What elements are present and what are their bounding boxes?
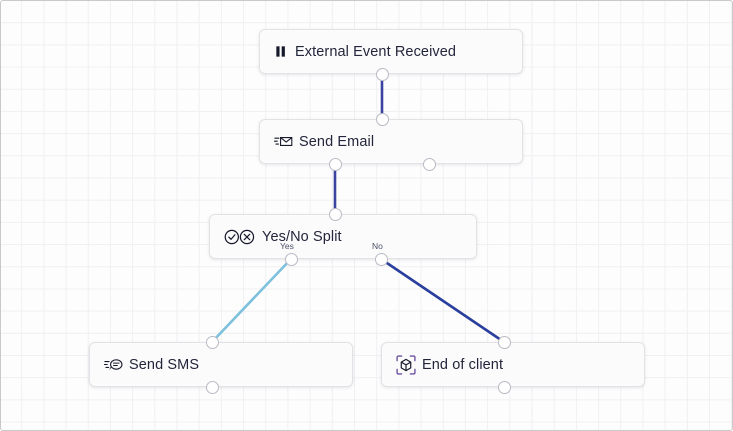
node-label: External Event Received	[295, 43, 457, 60]
port-label-no: No	[372, 241, 383, 251]
send-sms-icon	[104, 357, 123, 372]
port-external-event-out[interactable]	[375, 67, 389, 81]
node-label: Yes/No Split	[262, 228, 342, 245]
port-end-of-client-in[interactable]	[497, 335, 511, 349]
node-send-sms[interactable]: Send SMS	[89, 342, 353, 387]
port-yes-no-split-in[interactable]	[328, 207, 342, 221]
pause-bars-icon	[274, 44, 289, 59]
port-label-yes: Yes	[280, 241, 294, 251]
port-send-sms-out[interactable]	[205, 380, 219, 394]
node-label: End of client	[422, 356, 504, 373]
port-send-email-out1[interactable]	[328, 157, 342, 171]
node-end-of-client[interactable]: End of client	[381, 342, 645, 387]
port-yes-no-split-yes[interactable]	[284, 252, 298, 266]
port-send-email-out2[interactable]	[422, 157, 436, 171]
port-send-sms-in[interactable]	[205, 335, 219, 349]
node-label: Send SMS	[129, 356, 200, 373]
port-send-email-in[interactable]	[375, 112, 389, 126]
edge-yes-no-split-yes-to-send-sms[interactable]	[210, 257, 293, 344]
node-external-event-received[interactable]: External Event Received	[259, 29, 523, 74]
node-yes-no-split[interactable]: Yes/No Split	[209, 214, 477, 259]
port-end-of-client-out[interactable]	[497, 380, 511, 394]
port-yes-no-split-no[interactable]	[374, 252, 388, 266]
node-send-email[interactable]: Send Email	[259, 119, 523, 164]
check-x-circles-icon	[224, 229, 256, 245]
edge-yes-no-split-no-to-end-of-client[interactable]	[379, 257, 506, 344]
node-label: Send Email	[299, 133, 375, 150]
send-email-icon	[274, 134, 293, 149]
end-of-client-cube-icon	[396, 354, 416, 375]
